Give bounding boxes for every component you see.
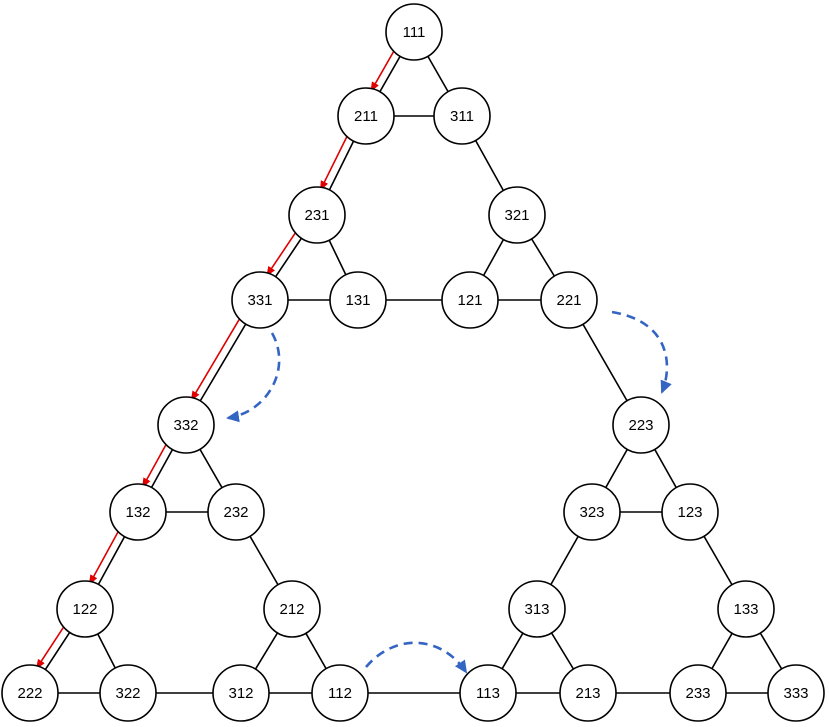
- node-circle: [263, 580, 321, 638]
- node-231: 231: [288, 186, 346, 244]
- node-112: 112: [311, 664, 369, 722]
- red-arrow-122-222: [35, 624, 66, 670]
- node-circle: [288, 186, 346, 244]
- node-122: 122: [56, 580, 114, 638]
- node-322: 322: [99, 664, 157, 722]
- node-232: 232: [207, 483, 265, 541]
- red-arrow-231-331: [266, 230, 298, 277]
- node-label: 131: [345, 292, 370, 309]
- node-312: 312: [212, 664, 270, 722]
- node-132: 132: [109, 483, 167, 541]
- red-arrow-331-332: [190, 316, 242, 402]
- red-arrow-332-132: [141, 441, 169, 488]
- node-circle: [563, 483, 621, 541]
- node-332: 332: [157, 396, 215, 454]
- node-circle: [329, 271, 387, 329]
- node-label: 321: [504, 207, 529, 224]
- node-circle: [231, 271, 289, 329]
- node-212: 212: [263, 580, 321, 638]
- node-333: 333: [767, 664, 825, 722]
- node-label: 112: [328, 685, 352, 702]
- node-circle: [337, 87, 395, 145]
- node-label: 231: [304, 207, 329, 224]
- node-label: 123: [677, 504, 702, 521]
- node-circle: [612, 396, 670, 454]
- node-circle: [385, 3, 443, 61]
- node-111: 111: [385, 3, 443, 61]
- node-123: 123: [661, 483, 719, 541]
- node-222: 222: [1, 664, 59, 722]
- node-233: 233: [669, 664, 727, 722]
- node-133: 133: [717, 580, 775, 638]
- node-circle: [488, 186, 546, 244]
- node-circle: [669, 664, 727, 722]
- node-circle: [459, 664, 517, 722]
- node-213: 213: [559, 664, 617, 722]
- node-circle: [433, 87, 491, 145]
- nodes-layer: 111 211 311 231 321 331 131 121 221 332 223 132 232 3…: [1, 3, 825, 722]
- node-label: 311: [450, 108, 474, 125]
- red-path-layer: [35, 48, 396, 670]
- node-label: 222: [17, 685, 42, 702]
- node-circle: [441, 271, 499, 329]
- node-311: 311: [433, 87, 491, 145]
- node-label: 111: [403, 24, 426, 41]
- node-circle: [540, 271, 598, 329]
- blue-arrow-layer: [226, 310, 672, 674]
- node-circle: [1, 664, 59, 722]
- node-label: 323: [579, 504, 604, 521]
- node-label: 132: [125, 504, 150, 521]
- node-113: 113: [459, 664, 517, 722]
- node-label: 213: [575, 685, 600, 702]
- red-arrow-211-231: [319, 133, 349, 191]
- node-circle: [212, 664, 270, 722]
- node-211: 211: [337, 87, 395, 145]
- node-circle: [99, 664, 157, 722]
- red-arrow-132-122: [88, 528, 121, 585]
- node-223: 223: [612, 396, 670, 454]
- node-label: 232: [223, 504, 248, 521]
- node-circle: [311, 664, 369, 722]
- node-313: 313: [508, 580, 566, 638]
- node-circle: [661, 483, 719, 541]
- node-circle: [559, 664, 617, 722]
- node-label: 333: [783, 685, 808, 702]
- node-221: 221: [540, 271, 598, 329]
- node-label: 331: [247, 292, 272, 309]
- blue-arrow-331-332: [226, 332, 281, 423]
- node-label: 211: [354, 108, 378, 125]
- blue-arrow-221-223: [611, 310, 672, 394]
- red-arrow-111-211: [370, 48, 396, 93]
- node-label: 133: [733, 601, 758, 618]
- node-label: 122: [72, 601, 97, 618]
- node-323: 323: [563, 483, 621, 541]
- node-circle: [207, 483, 265, 541]
- node-circle: [508, 580, 566, 638]
- node-circle: [56, 580, 114, 638]
- node-label: 322: [115, 685, 140, 702]
- edges-layer: [29, 31, 797, 694]
- node-label: 121: [457, 292, 482, 309]
- node-331: 331: [231, 271, 289, 329]
- node-label: 313: [524, 601, 549, 618]
- node-131: 131: [329, 271, 387, 329]
- node-circle: [717, 580, 775, 638]
- blue-arrow-112-113: [365, 641, 468, 674]
- node-321: 321: [488, 186, 546, 244]
- node-label: 332: [173, 417, 198, 434]
- node-circle: [157, 396, 215, 454]
- node-circle: [109, 483, 167, 541]
- node-label: 113: [476, 685, 500, 702]
- node-label: 223: [628, 417, 653, 434]
- node-label: 233: [685, 685, 710, 702]
- node-label: 212: [279, 601, 304, 618]
- node-label: 312: [228, 685, 253, 702]
- node-circle: [767, 664, 825, 722]
- node-121: 121: [441, 271, 499, 329]
- node-label: 221: [556, 292, 581, 309]
